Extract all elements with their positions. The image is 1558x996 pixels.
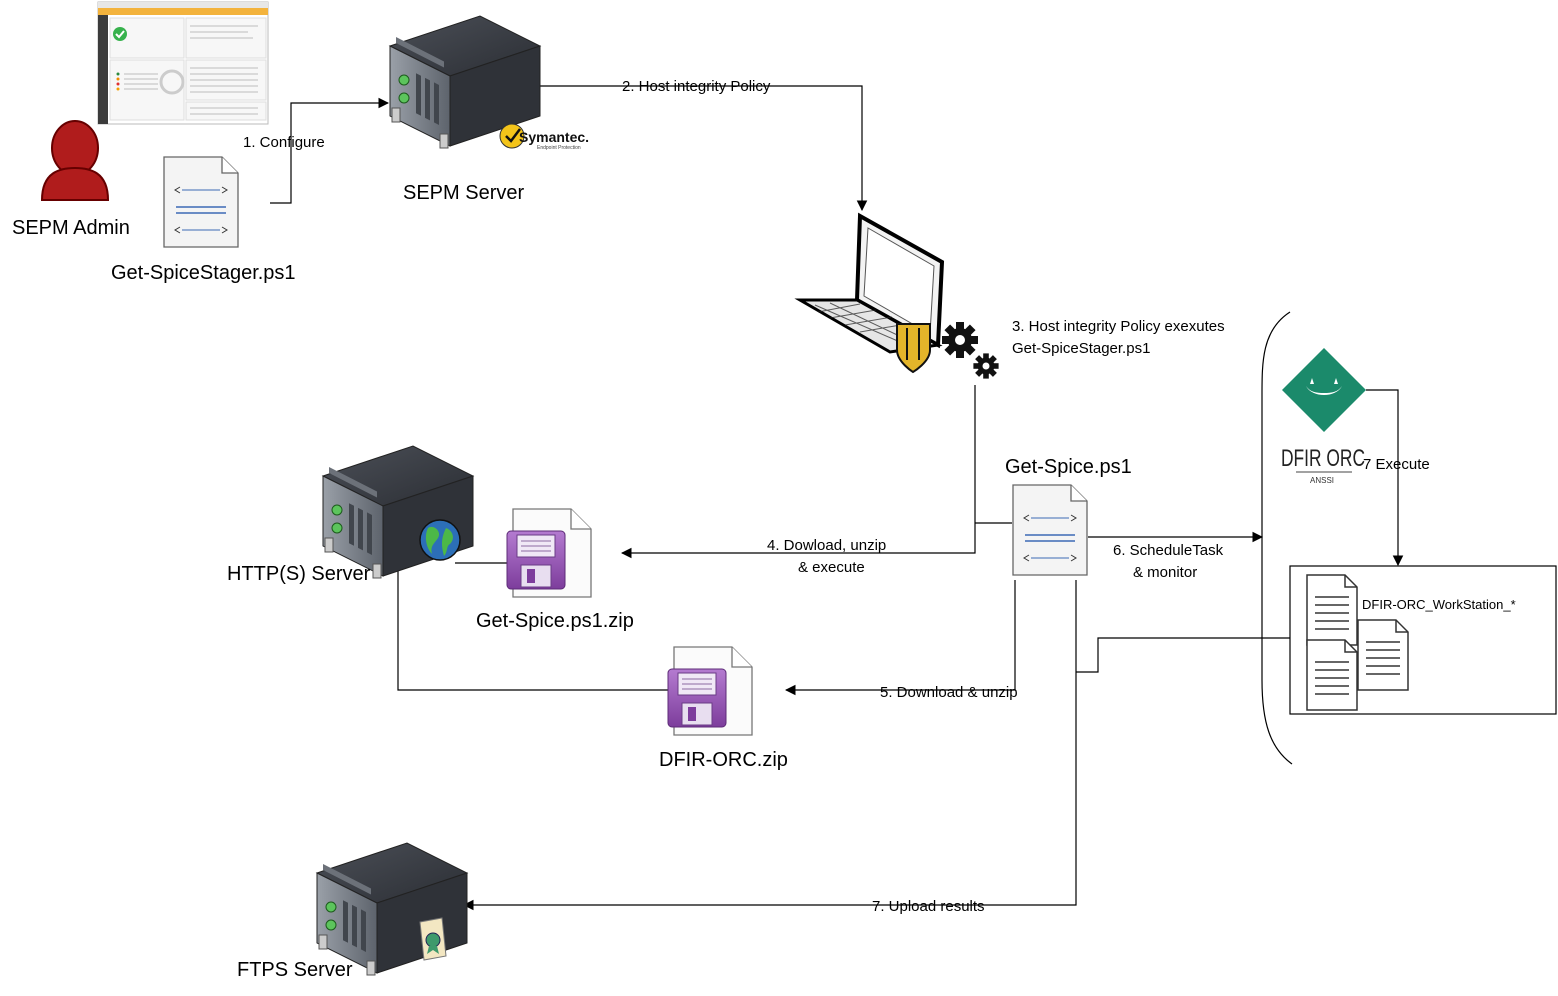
edge-label-exec-1: 3. Host integrity Policy exexutes [1012,318,1225,335]
edge-download-orc [784,580,1016,696]
edge-label-exec-2: Get-SpiceStager.ps1 [1012,340,1150,357]
report-doc-icon-2 [1357,619,1409,691]
connectors [270,85,1404,911]
workstation-output-label: DFIR-ORC_WorkStation_* [1362,597,1516,612]
report-doc-icon-1 [1306,574,1358,646]
workstation-bracket [1261,311,1293,765]
edge-label-download-2: & execute [798,559,865,576]
edge-download-execute [620,385,976,559]
sepm-console-thumbnail [97,1,269,125]
svg-text:ANSSI: ANSSI [1310,476,1334,485]
svg-text:Endpoint Protection: Endpoint Protection [537,145,581,151]
edge-label-execute: 7 Execute [1363,456,1430,473]
dfir-orc-logo: DFIR ORC ANSSI [1281,348,1366,485]
edge-label-upload: 7. Upload results [872,898,985,915]
edge-label-schedule-1: 6. ScheduleTask [1113,542,1224,559]
spice-script-icon [1012,484,1088,576]
svg-text:DFIR ORC: DFIR ORC [1281,445,1365,472]
shield-icon [896,323,931,374]
admin-user-icon [40,120,110,201]
http-server-label: HTTP(S) Server [227,563,371,585]
svg-text:Symantec.: Symantec. [519,129,589,145]
sepm-admin-label: SEPM Admin [12,217,130,239]
spice-zip-label: Get-Spice.ps1.zip [476,610,634,632]
edge-label-download-orc: 5. Download & unzip [880,684,1018,701]
edge-configure [270,97,390,204]
ftps-server-label: FTPS Server [237,959,353,981]
orc-zip-icon [667,646,753,736]
stager-file-label: Get-SpiceStager.ps1 [111,262,296,284]
symantec-logo: Symantec. Endpoint Protection [499,123,589,151]
gear-icon [942,322,978,358]
report-doc-icon-3 [1306,639,1358,711]
edge-label-policy: 2. Host integrity Policy [622,78,771,95]
edge-results-link [1076,637,1290,673]
spice-script-label: Get-Spice.ps1 [1005,456,1132,478]
edge-label-schedule-2: & monitor [1133,564,1197,581]
stager-script-icon [163,156,239,248]
edge-upload [462,580,1077,911]
gear-icon-small [973,353,999,379]
orc-zip-label: DFIR-ORC.zip [659,749,788,771]
edge-execute [1366,389,1404,567]
globe-icon [419,519,461,561]
certificate-icon [419,917,447,961]
edge-policy [540,85,868,212]
http-server-icon [322,445,474,579]
edge-http-orczip [397,570,672,691]
sepm-server-label: SEPM Server [403,182,524,204]
edge-label-configure: 1. Configure [243,134,325,151]
spice-zip-icon [506,508,592,598]
edge-label-download-1: 4. Dowload, unzip [767,537,886,554]
